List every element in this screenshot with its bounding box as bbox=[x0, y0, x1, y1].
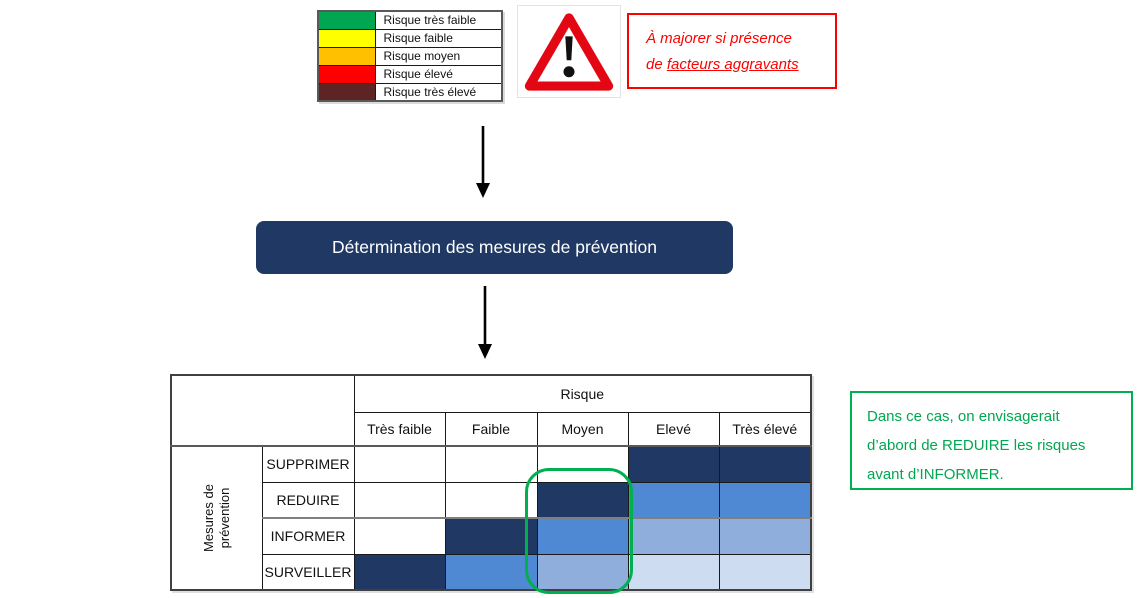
matrix-cell bbox=[444, 481, 538, 519]
matrix-col-header-tres-faible: Très faible bbox=[353, 411, 446, 447]
matrix-cell bbox=[353, 481, 446, 519]
legend-label: Risque élevé bbox=[374, 64, 503, 84]
risk-legend-table: Risque très faible Risque faible Risque … bbox=[317, 10, 503, 102]
matrix-cell bbox=[718, 553, 812, 591]
matrix-row-informer: INFORMER bbox=[171, 517, 812, 555]
green-note-line1: Dans ce cas, on envisagerait bbox=[867, 408, 1060, 425]
warning-triangle-icon bbox=[517, 5, 621, 98]
matrix-header-row-levels: Très faible Faible Moyen Elevé Très élev… bbox=[171, 411, 812, 447]
arrow-down-icon bbox=[476, 126, 490, 198]
matrix-cell bbox=[536, 445, 629, 483]
matrix-row-label-surveiller: SURVEILLER bbox=[261, 553, 355, 591]
matrix-cell bbox=[627, 481, 720, 519]
row-group-label-line2: prévention bbox=[216, 487, 232, 549]
matrix-cell bbox=[353, 517, 446, 555]
matrix-header-row-group: Risque bbox=[170, 374, 812, 447]
matrix-cell bbox=[627, 445, 720, 483]
green-note-line2: d’abord de REDUIRE les risques bbox=[867, 437, 1086, 454]
legend-row: Risque faible bbox=[317, 28, 503, 48]
matrix-col-header-eleve: Elevé bbox=[627, 411, 720, 447]
legend-row: Risque très élevé bbox=[317, 82, 503, 102]
legend-color-swatch bbox=[317, 10, 376, 30]
legend-label: Risque moyen bbox=[374, 46, 503, 66]
matrix-cell bbox=[444, 553, 538, 591]
matrix-row-label-informer: INFORMER bbox=[261, 517, 355, 555]
legend-label: Risque très élevé bbox=[374, 82, 503, 102]
matrix-col-group-header: Risque bbox=[353, 374, 812, 413]
matrix-cell bbox=[353, 445, 446, 483]
legend-color-swatch bbox=[317, 46, 376, 66]
matrix-row-supprimer: Mesures de prévention SUPPRIMER bbox=[170, 445, 812, 591]
row-group-label-line1: Mesures de bbox=[200, 484, 216, 552]
flow-box-label: Détermination des mesures de prévention bbox=[332, 237, 657, 257]
legend-label: Risque très faible bbox=[374, 10, 503, 30]
aggravating-factors-underlined: facteurs aggravants bbox=[666, 56, 799, 73]
reduce-before-inform-note: Dans ce cas, on envisagerait d’abord de … bbox=[850, 391, 1133, 490]
matrix-cell bbox=[444, 517, 538, 555]
matrix-cell bbox=[718, 517, 812, 555]
legend-row: Risque élevé bbox=[317, 64, 503, 84]
aggravating-factors-note: À majorer si présence de facteurs aggrav… bbox=[627, 13, 837, 89]
legend-color-swatch bbox=[317, 64, 376, 84]
arrow-down-icon bbox=[478, 286, 492, 359]
matrix-row-label-reduire: REDUIRE bbox=[261, 481, 355, 519]
matrix-col-header-faible: Faible bbox=[444, 411, 538, 447]
matrix-cell bbox=[627, 553, 720, 591]
matrix-row-reduire: REDUIRE bbox=[171, 481, 812, 519]
matrix-cell bbox=[627, 517, 720, 555]
legend-color-swatch bbox=[317, 82, 376, 102]
legend-row: Risque moyen bbox=[317, 46, 503, 66]
risk-matrix-table: Risque Très faible Faible Moyen Elevé Tr… bbox=[170, 374, 812, 591]
legend-color-swatch bbox=[317, 28, 376, 48]
matrix-row-surveiller: SURVEILLER bbox=[171, 553, 812, 591]
matrix-row-group-label: Mesures de prévention bbox=[170, 445, 263, 591]
warning-triangle-svg bbox=[524, 12, 614, 91]
matrix-cell bbox=[536, 517, 629, 555]
matrix-cell bbox=[353, 553, 446, 591]
matrix-col-header-moyen: Moyen bbox=[536, 411, 629, 447]
matrix-col-header-tres-eleve: Très élevé bbox=[718, 411, 812, 447]
green-note-line3: avant d’INFORMER. bbox=[867, 466, 1004, 483]
matrix-cell bbox=[718, 445, 812, 483]
matrix-cell bbox=[718, 481, 812, 519]
matrix-corner-cell bbox=[170, 374, 355, 447]
aggravating-factors-line1: À majorer si présence bbox=[646, 30, 792, 47]
matrix-cell bbox=[444, 445, 538, 483]
legend-label: Risque faible bbox=[374, 28, 503, 48]
matrix-cell bbox=[536, 481, 629, 519]
legend-row: Risque très faible bbox=[317, 10, 503, 30]
matrix-row-label-supprimer: SUPPRIMER bbox=[261, 445, 355, 483]
prevention-measures-flow-box: Détermination des mesures de prévention bbox=[256, 221, 733, 274]
aggravating-factors-line2-prefix: de bbox=[646, 56, 667, 73]
matrix-cell bbox=[536, 553, 629, 591]
